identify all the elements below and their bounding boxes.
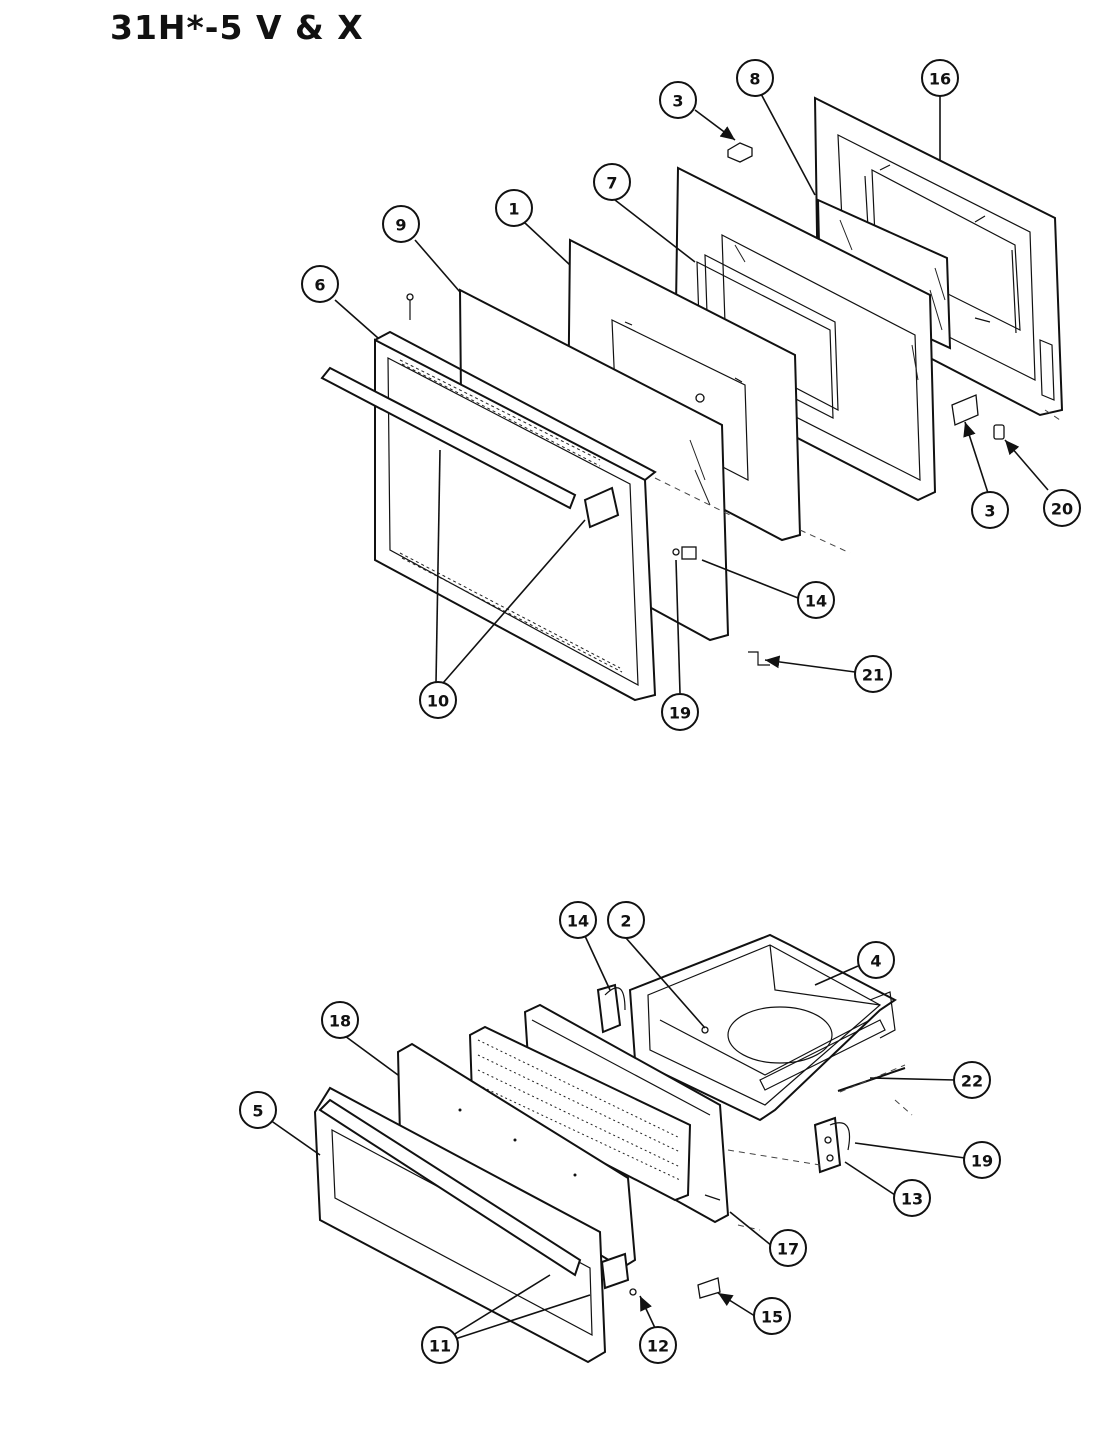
part-door-handle <box>320 366 620 529</box>
svg-text:9: 9 <box>395 216 406 235</box>
leader-line <box>854 1142 966 1159</box>
part-rod <box>837 1067 906 1092</box>
svg-text:11: 11 <box>429 1337 451 1356</box>
leader-line <box>451 1294 591 1341</box>
callout-18: 18 <box>321 1001 359 1039</box>
leader-line <box>1004 439 1049 491</box>
svg-text:19: 19 <box>971 1152 993 1171</box>
svg-text:18: 18 <box>329 1012 351 1031</box>
part-bumper <box>993 424 1005 440</box>
leader-line <box>729 1211 773 1247</box>
part-clip-upper <box>727 142 753 163</box>
upper-door-assembly: 3 8 16 7 1 9 6 3 20 14 21 10 19 <box>301 59 1081 731</box>
callout-1: 1 <box>495 189 533 227</box>
callout-14-upper: 14 <box>797 581 835 619</box>
svg-text:14: 14 <box>805 592 827 611</box>
glide-loop <box>604 987 626 1011</box>
leader-line <box>844 1161 896 1196</box>
svg-text:3: 3 <box>984 502 995 521</box>
svg-text:16: 16 <box>929 70 951 89</box>
callout-6: 6 <box>301 265 339 303</box>
svg-text:12: 12 <box>647 1337 669 1356</box>
part-bracket <box>748 651 770 666</box>
leader-line <box>764 655 856 673</box>
svg-text:6: 6 <box>314 276 325 295</box>
svg-text:3: 3 <box>672 92 683 111</box>
callout-12: 14 <box>559 901 597 939</box>
callout-7: 7 <box>593 163 631 201</box>
callout-3-upper: 3 <box>659 81 697 119</box>
leader-line <box>869 1077 956 1081</box>
leader-line <box>963 421 989 494</box>
callout-14-lower: 15 <box>753 1297 791 1335</box>
svg-text:1: 1 <box>508 200 519 219</box>
leader-line <box>269 1119 321 1156</box>
part-clip-lower <box>951 394 979 426</box>
svg-text:4: 4 <box>870 952 881 971</box>
svg-text:5: 5 <box>252 1102 263 1121</box>
leader-line <box>625 937 706 1029</box>
page-title: 31H*-5 V & X <box>110 8 364 47</box>
callout-19-upper: 19 <box>661 693 699 731</box>
callout-5: 5 <box>239 1091 277 1129</box>
part-label-plate <box>697 1277 721 1299</box>
svg-text:13: 13 <box>901 1190 923 1209</box>
leader-line <box>524 222 571 266</box>
leader-line <box>414 239 461 293</box>
leader-line <box>584 935 611 991</box>
callout-16: 16 <box>921 59 959 97</box>
svg-text:19: 19 <box>669 704 691 723</box>
svg-text:15: 15 <box>761 1308 783 1327</box>
callout-22: 22 <box>953 1061 991 1099</box>
callout-11: 11 <box>421 1326 459 1364</box>
callout-21: 21 <box>854 655 892 693</box>
callout-10: 10 <box>419 681 457 719</box>
leader-line <box>614 199 696 263</box>
leader-line <box>675 559 681 694</box>
callout-4: 4 <box>857 941 895 979</box>
callout-3-lower: 3 <box>971 491 1009 529</box>
callout-9: 9 <box>382 205 420 243</box>
callout-13: 13 <box>893 1179 931 1217</box>
part-screw-lower <box>629 1288 637 1296</box>
leader-line <box>334 299 379 339</box>
svg-text:21: 21 <box>862 666 884 685</box>
callout-8: 8 <box>736 59 774 97</box>
leader-line <box>435 449 441 684</box>
callout-2: 2 <box>607 901 645 939</box>
leader-line <box>814 965 859 986</box>
part-screw-upper <box>672 548 680 556</box>
leader-line <box>694 109 736 141</box>
svg-text:17: 17 <box>777 1240 799 1259</box>
leader-line <box>639 1295 656 1329</box>
svg-text:7: 7 <box>606 174 617 193</box>
part-drawer-front <box>313 1086 630 1364</box>
lower-drawer-assembly: 14 2 4 18 22 5 19 13 17 15 11 12 <box>239 901 1001 1364</box>
svg-text:8: 8 <box>749 70 760 89</box>
callout-17: 19 <box>963 1141 1001 1179</box>
leader-line <box>701 559 799 599</box>
callout-15: 17 <box>769 1229 807 1267</box>
svg-text:14: 14 <box>567 912 589 931</box>
leader-line <box>344 1035 399 1076</box>
leader-line <box>717 1292 759 1319</box>
svg-text:20: 20 <box>1051 500 1073 519</box>
callout-19-lower: 12 <box>639 1326 677 1364</box>
part-glide-right <box>813 1116 851 1174</box>
svg-text:2: 2 <box>620 912 631 931</box>
leader-line <box>444 1274 551 1341</box>
leader-line <box>442 519 586 684</box>
leader-line <box>759 91 816 196</box>
svg-text:22: 22 <box>961 1072 983 1091</box>
svg-text:10: 10 <box>427 692 449 711</box>
callout-20: 20 <box>1043 489 1081 527</box>
